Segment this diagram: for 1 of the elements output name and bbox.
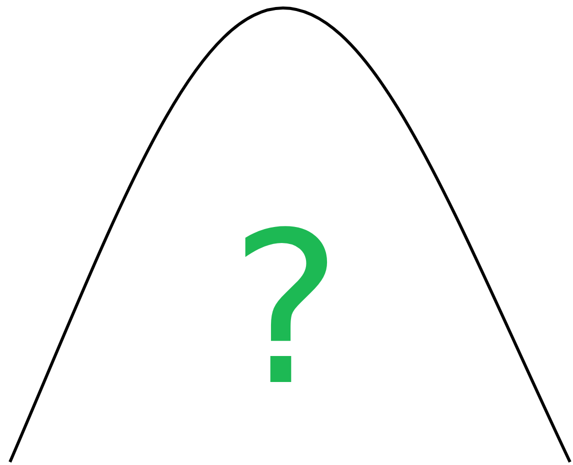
question-mark: ? xyxy=(230,205,342,415)
